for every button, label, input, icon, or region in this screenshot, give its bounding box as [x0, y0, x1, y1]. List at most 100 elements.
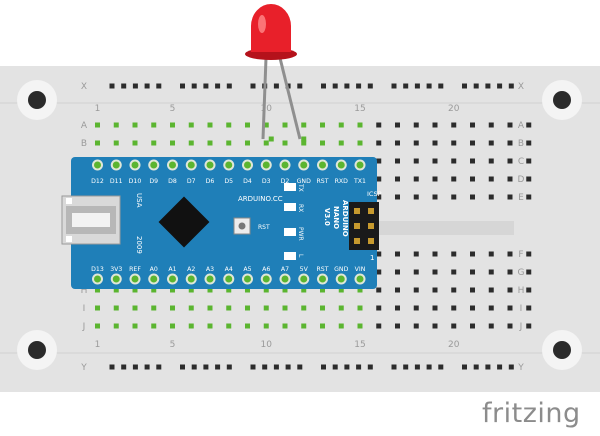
terminal-hole — [226, 305, 232, 311]
terminal-hole — [113, 140, 119, 146]
terminal-hole — [413, 140, 419, 146]
terminal-hole — [170, 305, 175, 311]
bottom-pin-label: VIN — [355, 266, 366, 273]
rail-hole-bottom — [121, 364, 127, 370]
top-pin-label: RST — [316, 178, 328, 185]
terminal-hole — [488, 251, 494, 257]
terminal-hole — [132, 122, 138, 128]
terminal-hole — [451, 176, 457, 182]
rail-hole-bottom — [144, 364, 150, 370]
top-header-pin — [167, 159, 178, 171]
column-number-bottom: 5 — [170, 340, 176, 350]
terminal-hole — [207, 323, 213, 329]
arduino-model-label: NANO — [332, 206, 340, 229]
led-leg-hole — [268, 136, 274, 142]
led-label-rx: RX — [297, 204, 304, 212]
terminal-hole — [376, 323, 382, 329]
terminal-hole — [432, 176, 438, 182]
rail-letter-bottom-right: Y — [517, 363, 524, 373]
top-header-pin — [298, 159, 310, 171]
terminal-hole — [320, 305, 325, 311]
bottom-header-pin — [335, 273, 347, 285]
terminal-hole — [263, 287, 269, 293]
terminal-hole — [413, 158, 419, 164]
terminal-hole — [188, 305, 194, 311]
reset-button — [233, 217, 251, 235]
led-label-pwr: PWR — [297, 227, 304, 241]
rail-hole-top — [273, 83, 279, 89]
terminal-hole — [226, 140, 232, 146]
arduino-site-label: ARDUINO.CC — [238, 195, 283, 203]
terminal-hole — [470, 323, 475, 329]
terminal-hole — [376, 194, 382, 200]
rail-hole-top — [297, 83, 303, 89]
rail-hole-top — [508, 83, 514, 89]
rail-hole-top — [250, 83, 256, 89]
terminal-hole — [301, 305, 307, 311]
top-header-pin — [110, 159, 122, 171]
terminal-hole — [282, 305, 288, 311]
column-number-top: 5 — [170, 104, 176, 114]
row-letter-left: I — [83, 304, 86, 314]
terminal-hole — [282, 323, 288, 329]
top-header-pin — [185, 159, 197, 171]
row-letter-right: A — [518, 121, 525, 131]
rail-hole-bottom — [109, 364, 115, 370]
terminal-hole — [245, 140, 250, 146]
terminal-hole — [132, 287, 138, 293]
rail-hole-bottom — [191, 364, 197, 370]
terminal-hole — [451, 269, 457, 275]
terminal-hole — [432, 158, 438, 164]
rail-hole-top — [109, 83, 115, 89]
led-anode-leg — [261, 57, 268, 140]
terminal-hole — [470, 194, 475, 200]
rail-hole-top — [473, 83, 479, 89]
bottom-header-pin — [298, 273, 310, 285]
rail-hole-bottom — [156, 364, 162, 370]
bottom-header-pin — [148, 273, 160, 285]
bottom-header-pin — [223, 273, 235, 285]
terminal-hole — [526, 305, 532, 311]
led-label-l: L — [297, 254, 304, 258]
terminal-hole — [170, 140, 175, 146]
icsp-pin-one-label: 1 — [370, 254, 374, 262]
terminal-hole — [357, 305, 363, 311]
top-header-pin — [354, 159, 366, 171]
bottom-pin-label: A2 — [187, 266, 195, 273]
top-pin-label: D8 — [168, 178, 177, 185]
terminal-hole — [95, 140, 100, 146]
rail-hole-bottom — [250, 364, 256, 370]
led-cathode-leg — [278, 57, 302, 140]
row-letter-left: A — [81, 121, 88, 131]
terminal-hole — [132, 323, 138, 329]
rail-hole-bottom — [321, 364, 326, 370]
terminal-hole — [245, 122, 250, 128]
top-header-pin — [279, 159, 291, 171]
terminal-hole — [413, 323, 419, 329]
top-pin-label: D9 — [149, 178, 158, 185]
terminal-hole — [245, 323, 250, 329]
terminal-hole — [526, 269, 532, 275]
terminal-hole — [488, 323, 494, 329]
terminal-hole — [376, 122, 382, 128]
top-header-pin — [92, 159, 103, 171]
terminal-hole — [413, 251, 419, 257]
icsp-header — [349, 202, 379, 250]
terminal-hole — [488, 305, 494, 311]
row-letter-right: J — [519, 322, 523, 332]
column-number-top: 10 — [261, 104, 273, 114]
terminal-hole — [301, 287, 307, 293]
terminal-hole — [376, 269, 382, 275]
bottom-pin-label: REF — [129, 266, 141, 273]
terminal-hole — [151, 305, 157, 311]
rail-hole-bottom — [403, 364, 409, 370]
rail-hole-bottom — [297, 364, 303, 370]
terminal-hole — [451, 194, 457, 200]
terminal-hole — [188, 287, 194, 293]
top-header-pin — [260, 159, 272, 171]
rail-hole-top — [203, 83, 209, 89]
terminal-hole — [395, 305, 400, 311]
terminal-hole — [395, 140, 400, 146]
terminal-hole — [470, 251, 475, 257]
